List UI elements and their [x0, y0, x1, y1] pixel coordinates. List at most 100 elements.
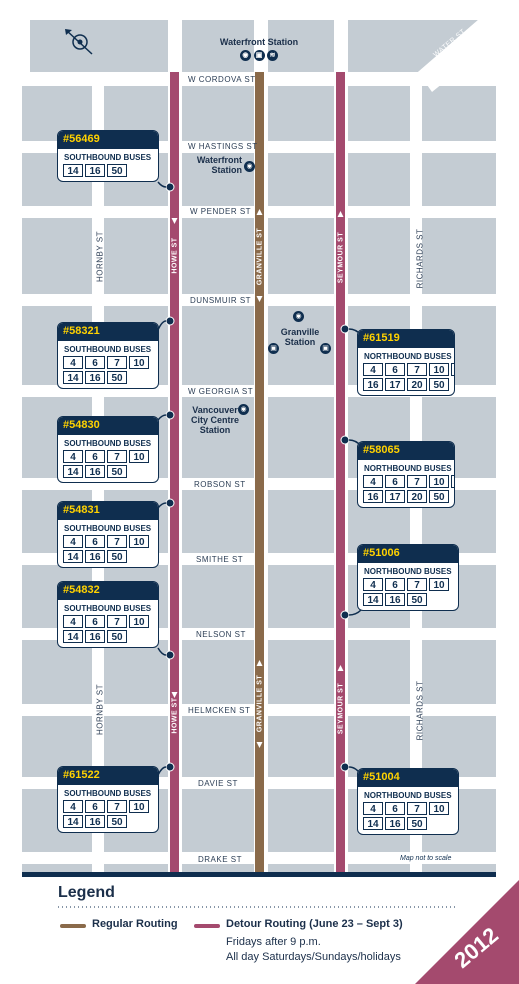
year-corner: [415, 880, 519, 984]
scale-note: Map not to scale: [400, 855, 452, 862]
street-label-granville-2: GRANVILLE ST: [256, 674, 264, 733]
stop-dot-54830: [165, 410, 175, 420]
waterfront-skytrain-icon: ◉: [244, 161, 255, 172]
route-badge: 4: [363, 578, 383, 591]
route-badge: 7: [407, 802, 427, 815]
street-label-richards-1: RICHARDS ST: [415, 228, 425, 289]
stop-number: #54831: [58, 502, 158, 520]
route-list: 467101416172050: [358, 475, 454, 507]
route-badge: 16: [85, 371, 105, 384]
bus-icon: ▣: [253, 50, 265, 62]
route-badge: 50: [429, 378, 449, 391]
street-label-richards-2: RICHARDS ST: [415, 680, 425, 741]
route-badge: 16: [85, 815, 105, 828]
waterfront-station-line1: Waterfront: [196, 155, 242, 165]
stop-dot-54832: [165, 650, 175, 660]
route-badge: 50: [407, 593, 427, 606]
legend-detour-swatch: [194, 924, 220, 928]
route-badge: 50: [107, 550, 127, 563]
route-badge: 14: [63, 164, 83, 177]
vcc-station-line2: City Centre: [190, 415, 239, 425]
stop-direction: SOUTHBOUND BUSES: [64, 789, 152, 798]
route-badge: 6: [85, 356, 105, 369]
street-label-howe-1: HOWE ST: [171, 237, 179, 274]
stop-number: #58065: [358, 442, 454, 460]
stop-number: #51004: [358, 769, 458, 787]
stop-number: #58321: [58, 323, 158, 341]
route-badge: 14: [63, 630, 83, 643]
legend-regular-label: Regular Routing: [92, 918, 178, 930]
route-badge: 4: [363, 802, 383, 815]
seabus-icon: ≋: [267, 50, 279, 62]
route-badge: 6: [385, 363, 405, 376]
route-badge: 4: [63, 450, 83, 463]
route-badge: 14: [363, 817, 383, 830]
stop-number: #54832: [58, 582, 158, 600]
vcc-skytrain-icon: ◉: [238, 404, 249, 415]
vcc-station: Vancouver City Centre Station: [184, 405, 246, 435]
route-badge: 14: [63, 815, 83, 828]
waterfront-station-top: Waterfront Station ◉ ▣ ≋: [214, 37, 304, 62]
granville-station: Granville Station: [272, 327, 328, 347]
route-badge: 7: [107, 535, 127, 548]
route-badge: 6: [85, 615, 105, 628]
street-label-helmcken: HELMCKEN ST: [188, 706, 251, 715]
route-badge: 7: [407, 578, 427, 591]
route-badge: 7: [107, 615, 127, 628]
skytrain-icon: ◉: [239, 50, 251, 62]
stop-dot-61519: [340, 324, 350, 334]
route-badge: 6: [385, 578, 405, 591]
street-label-drake: DRAKE ST: [198, 855, 243, 864]
vcc-station-line1: Vancouver: [192, 405, 238, 415]
stop-direction: SOUTHBOUND BUSES: [64, 345, 152, 354]
route-badge: 16: [363, 378, 383, 391]
street-label-w-georgia: W GEORGIA ST: [188, 387, 254, 396]
granville-station-line1: Granville: [280, 327, 320, 337]
route-badge: 10: [429, 475, 449, 488]
route-badge: 4: [63, 800, 83, 813]
route-badge: 10: [129, 356, 149, 369]
street-label-w-pender: W PENDER ST: [190, 207, 252, 216]
street-label-granville-1: GRANVILLE ST: [256, 227, 264, 286]
street-label-seymour-1: SEYMOUR ST: [337, 231, 345, 284]
route-badge: 16: [385, 593, 405, 606]
stop-direction: NORTHBOUND BUSES: [364, 567, 452, 576]
route-badge: 50: [407, 817, 427, 830]
legend-title: Legend: [58, 884, 115, 901]
route-badge: 14: [451, 475, 454, 488]
route-badge: 7: [107, 800, 127, 813]
route-badge: 10: [429, 578, 449, 591]
route-list: 467101416172050: [358, 363, 454, 395]
water-street: [418, 20, 496, 92]
granville-station-line2: Station: [284, 337, 316, 347]
vcc-station-line3: Station: [199, 425, 231, 435]
stop-dot-54831: [165, 498, 175, 508]
route-badge: 7: [407, 363, 427, 376]
stop-direction: SOUTHBOUND BUSES: [64, 524, 152, 533]
route-badge: 20: [407, 378, 427, 391]
route-badge: 7: [107, 356, 127, 369]
route-badge: 10: [129, 450, 149, 463]
route-badge: 50: [107, 815, 127, 828]
granville-regular-line: [255, 72, 264, 872]
stop-direction: SOUTHBOUND BUSES: [64, 604, 152, 613]
route-badge: 4: [63, 615, 83, 628]
waterfront-station: Waterfront Station: [182, 155, 242, 175]
stop-number: #61522: [58, 767, 158, 785]
legend-detour-label: Detour Routing (June 23 – Sept 3): [226, 918, 403, 930]
north-arrow-icon: [65, 29, 93, 55]
route-badge: 10: [129, 615, 149, 628]
street-label-w-cordova: W CORDOVA ST: [188, 75, 256, 84]
legend-detour-sub1: Fridays after 9 p.m.: [226, 936, 321, 948]
